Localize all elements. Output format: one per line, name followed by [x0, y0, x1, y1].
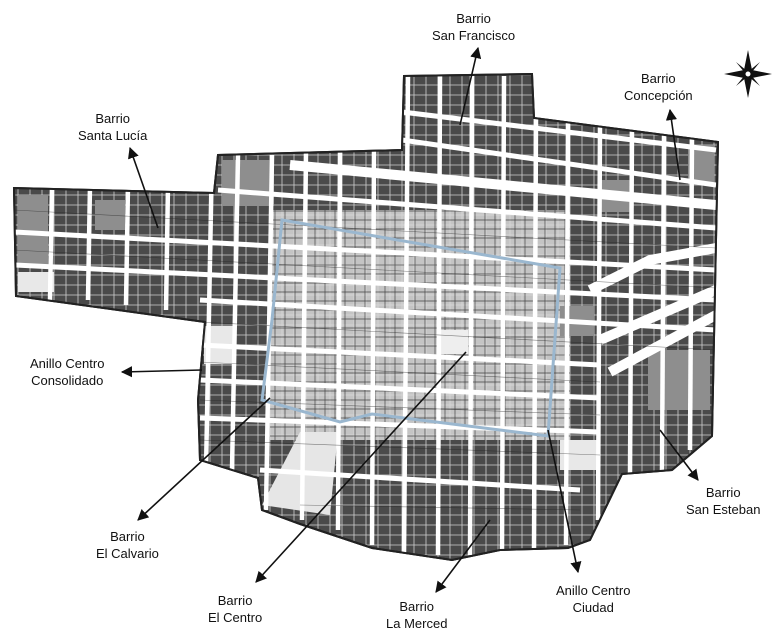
arrow-santa-lucia	[128, 146, 159, 229]
city-blocks	[12, 72, 720, 562]
arrow-concepcion	[665, 108, 681, 181]
label-barrio-san-francisco: Barrio San Francisco	[432, 11, 516, 43]
central-ring-outline	[260, 218, 562, 438]
arrow-san-francisco	[459, 46, 482, 126]
compass-rose-icon	[724, 50, 772, 98]
label-anillo-centro-ciudad: Anillo Centro Ciudad	[556, 583, 631, 615]
label-barrio-el-calvario: Barrio El Calvario	[96, 529, 159, 561]
arrow-el-centro	[255, 351, 467, 583]
label-barrio-san-esteban: Barrio San Esteban	[686, 485, 761, 517]
arrow-anillo-consolidado	[120, 366, 203, 378]
arrow-el-calvario	[137, 397, 271, 521]
label-barrio-la-merced: Barrio La Merced	[386, 599, 448, 631]
label-anillo-centro-consolidado: Anillo Centro Consolidado	[30, 356, 105, 388]
arrow-san-esteban	[659, 429, 699, 481]
arrow-la-merced	[435, 519, 491, 593]
label-barrio-santa-lucia: Barrio Santa Lucía	[78, 111, 148, 143]
arrow-anillo-ciudad	[547, 429, 582, 574]
leader-arrows	[120, 46, 699, 593]
label-barrio-el-centro: Barrio El Centro	[208, 593, 263, 625]
label-barrio-concepcion: Barrio Concepción	[624, 71, 693, 103]
